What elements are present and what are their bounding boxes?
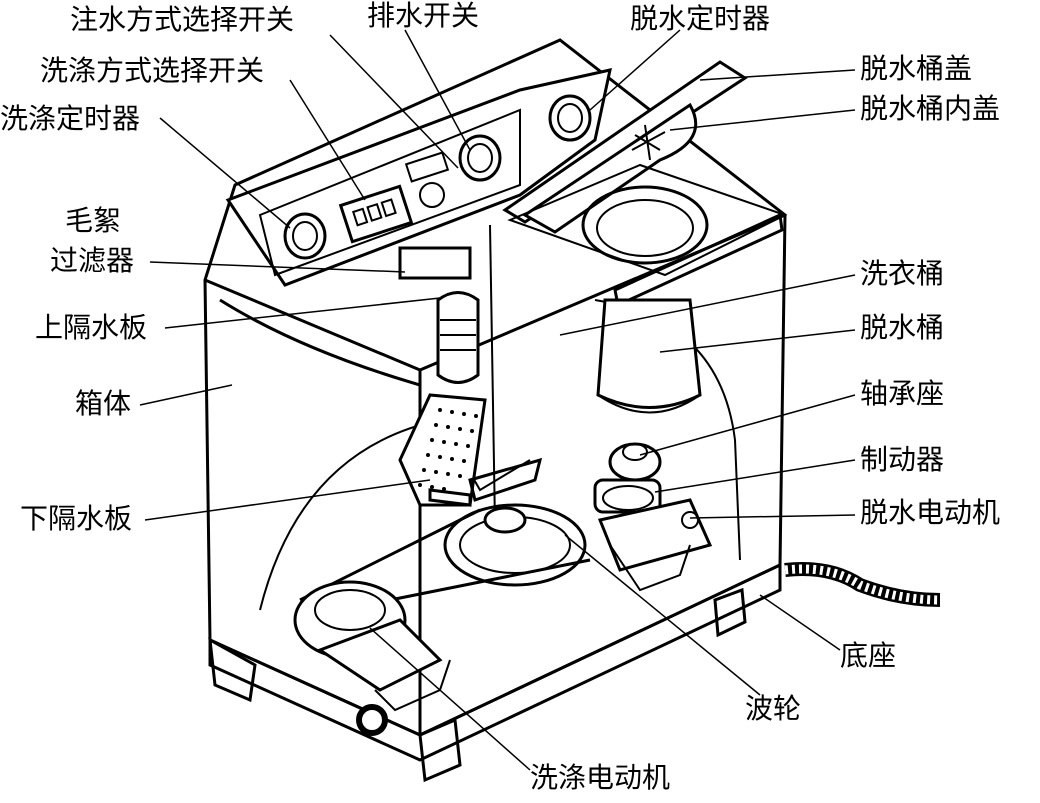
label-spin-timer: 脱水定时器 <box>630 2 771 35</box>
spin-lid-shape <box>502 60 748 234</box>
label-lint-filter-line1: 毛絮 <box>65 204 122 237</box>
drain-hose-shape <box>784 562 941 607</box>
label-brake: 制动器 <box>860 443 945 476</box>
label-wash-mode-switch: 洗涤方式选择开关 <box>40 54 265 87</box>
label-drain-switch: 排水开关 <box>367 0 480 32</box>
spin-motor-shape <box>597 498 713 592</box>
label-lint-filter-line2: 过滤器 <box>50 244 135 277</box>
control-panel-shape <box>225 68 612 287</box>
label-wash-motor: 洗涤电动机 <box>530 761 671 794</box>
label-spin-motor: 脱水电动机 <box>860 496 1001 529</box>
label-bearing-seat: 轴承座 <box>860 377 945 410</box>
lint-filter-shape <box>398 246 480 384</box>
label-spin-tub-inner-lid: 脱水桶内盖 <box>860 92 1001 125</box>
label-upper-partition: 上隔水板 <box>35 311 148 344</box>
label-lower-partition: 下隔水板 <box>20 502 133 535</box>
label-wash-timer: 洗涤定时器 <box>0 102 141 135</box>
label-spin-tub: 脱水桶 <box>860 311 945 344</box>
spin-tub-shape <box>596 298 702 414</box>
label-cabinet: 箱体 <box>75 387 132 420</box>
label-water-inlet-switch: 注水方式选择开关 <box>70 3 295 36</box>
label-spin-tub-lid: 脱水桶盖 <box>860 52 973 85</box>
label-pulsator: 波轮 <box>745 692 802 725</box>
leader-lines <box>139 29 856 771</box>
base-shape <box>208 562 782 783</box>
label-base: 底座 <box>840 639 897 672</box>
upper-partition-shape <box>398 393 487 507</box>
label-wash-tub: 洗衣桶 <box>860 257 945 290</box>
